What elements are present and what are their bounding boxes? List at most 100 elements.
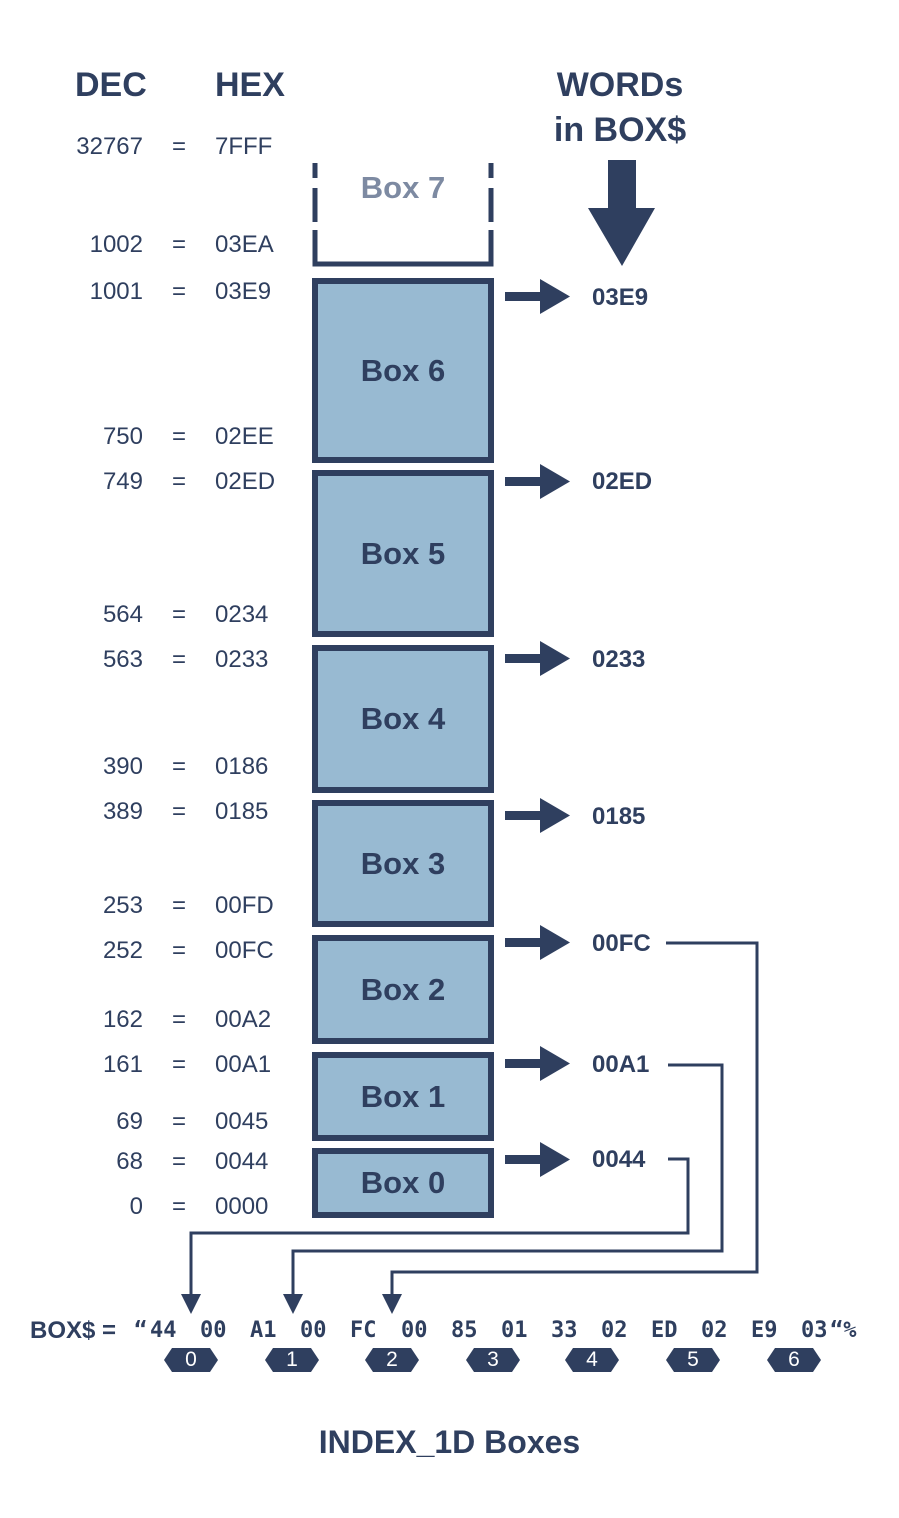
arrow-right-icon [505, 798, 570, 833]
word-box-1: 00A1 [592, 1051, 650, 1078]
box-7-label: Box 7 [360, 170, 446, 205]
equals-sign: = [171, 1051, 186, 1078]
equals-sign: = [171, 278, 186, 305]
box-3: Box 3 [312, 800, 494, 927]
hex-value: 0186 [215, 753, 269, 780]
box-4: Box 4 [312, 645, 494, 793]
index-label: 2 [386, 1348, 398, 1371]
box-2: Box 2 [312, 935, 494, 1044]
word-box-0: 0044 [592, 1146, 646, 1173]
box-0: Box 0 [312, 1148, 494, 1218]
hex-value: 02ED [215, 468, 276, 495]
equals-sign: = [171, 892, 186, 919]
byte: E9 [751, 1318, 778, 1343]
hex-value: 7FFF [215, 133, 273, 160]
dec-value: 389 [102, 798, 143, 825]
word-box-2: 00FC [592, 930, 651, 957]
dec-value: 161 [102, 1051, 143, 1078]
dec-value: 749 [102, 468, 143, 495]
arrow-right-icon [505, 1046, 570, 1081]
arrow-down-icon [283, 1294, 303, 1314]
index-label: 5 [687, 1348, 699, 1371]
word-box-6: 03E9 [592, 284, 649, 311]
dec-value: 252 [102, 937, 143, 964]
arrow-right-icon [505, 1142, 570, 1177]
hex-value: 03EA [215, 231, 274, 258]
equals-sign: = [171, 423, 186, 450]
arrow-right-icon [505, 279, 570, 314]
equals-sign: = [171, 1193, 186, 1220]
byte: 00 [300, 1318, 327, 1343]
route-00fc [390, 941, 759, 1298]
byte: 03 [801, 1318, 828, 1343]
hex-value: 00A1 [215, 1051, 272, 1078]
dec-value: 1001 [89, 278, 143, 305]
index-label: 1 [286, 1348, 298, 1371]
box-string-open-quote: “ [134, 1318, 148, 1343]
byte: 02 [701, 1318, 728, 1343]
dec-value: 563 [102, 646, 143, 673]
index-label: 6 [788, 1348, 800, 1371]
word-box-4: 0233 [592, 646, 646, 673]
box-string-close: “% [830, 1318, 857, 1343]
equals-sign: = [171, 1108, 186, 1135]
byte: 00 [401, 1318, 428, 1343]
equals-sign: = [171, 753, 186, 780]
equals-sign: = [171, 468, 186, 495]
equals-sign: = [171, 798, 186, 825]
dec-value: 162 [102, 1006, 143, 1033]
box-7-outline [312, 163, 494, 267]
arrow-down-icon [181, 1294, 201, 1314]
hex-value: 0185 [215, 798, 269, 825]
byte: A1 [250, 1318, 277, 1343]
dec-value: 68 [116, 1148, 143, 1175]
equals-sign: = [171, 646, 186, 673]
hex-value: 0000 [215, 1193, 269, 1220]
dec-value: 564 [102, 601, 143, 628]
word-box-3: 0185 [592, 803, 646, 830]
byte: 01 [501, 1318, 528, 1343]
byte: 44 [150, 1318, 177, 1343]
hex-value: 02EE [215, 423, 274, 450]
index-label: 4 [586, 1348, 598, 1371]
hex-value: 0234 [215, 601, 269, 628]
byte: 85 [451, 1318, 478, 1343]
hex-value: 00FD [215, 892, 274, 919]
byte: 02 [601, 1318, 628, 1343]
arrow-right-icon [505, 925, 570, 960]
dec-value: 32767 [76, 133, 143, 160]
arrow-right-icon [505, 464, 570, 499]
equals-sign: = [171, 1148, 186, 1175]
hex-value: 03E9 [215, 278, 272, 305]
equals-sign: = [171, 133, 186, 160]
equals-sign: = [171, 601, 186, 628]
dec-value: 1002 [89, 231, 143, 258]
equals-sign: = [171, 231, 186, 258]
words-header-line2: in BOX$ [553, 111, 687, 149]
byte: 00 [200, 1318, 227, 1343]
byte: 33 [551, 1318, 578, 1343]
box-6: Box 6 [312, 278, 494, 463]
dec-value: 390 [102, 753, 143, 780]
figure-title: INDEX_1D Boxes [318, 1424, 581, 1460]
index-tab-2: 2 [365, 1348, 419, 1372]
words-down-arrow-icon [588, 160, 655, 266]
box-1: Box 1 [312, 1052, 494, 1141]
byte: FC [350, 1318, 377, 1343]
index-tab-5: 5 [666, 1348, 720, 1372]
index-tab-4: 4 [565, 1348, 619, 1372]
byte: ED [651, 1318, 678, 1343]
hex-header: HEX [215, 66, 285, 104]
index-label: 0 [185, 1348, 197, 1371]
word-box-5: 02ED [592, 468, 653, 495]
hex-value: 00FC [215, 937, 274, 964]
hex-value: 0233 [215, 646, 269, 673]
dec-value: 0 [129, 1193, 143, 1220]
dec-value: 69 [116, 1108, 143, 1135]
route-00a1 [291, 1063, 724, 1298]
index-tab-1: 1 [265, 1348, 319, 1372]
dec-value: 750 [102, 423, 143, 450]
words-header-line1: WORDs [556, 66, 684, 104]
equals-sign: = [171, 937, 186, 964]
